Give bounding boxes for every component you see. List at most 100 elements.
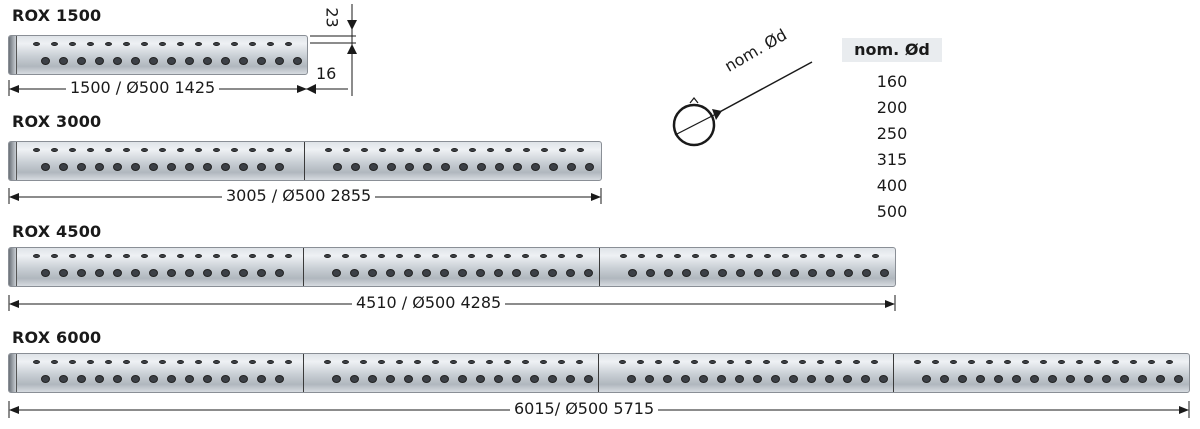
- perforation-hole: [487, 148, 494, 152]
- model-title-rox-1500: ROX 1500: [12, 6, 102, 25]
- perforation-hole: [69, 148, 76, 152]
- perforation-hole: [59, 269, 68, 277]
- perforation-hole: [459, 163, 468, 171]
- perforation-hole: [576, 254, 584, 258]
- perforation-hole: [476, 375, 485, 383]
- perforation-hole: [105, 148, 112, 152]
- perforation-hole: [440, 375, 449, 383]
- perforation-hole: [239, 375, 248, 383]
- diameter-value: 200: [876, 98, 908, 117]
- perforation-hole: [799, 254, 807, 258]
- perforation-hole: [1048, 375, 1057, 383]
- perforation-hole: [853, 254, 861, 258]
- perforation-hole: [249, 42, 256, 46]
- perforation-hole: [167, 163, 176, 171]
- perforation-hole: [131, 269, 140, 277]
- perforation-hole: [342, 254, 350, 258]
- perforation-hole: [149, 269, 158, 277]
- pipe-rox-3000: [8, 141, 602, 181]
- perforation-hole: [195, 148, 202, 152]
- perforation-hole: [123, 42, 130, 46]
- perforation-hole: [789, 375, 798, 383]
- perforation-hole: [771, 269, 781, 277]
- perforation-hole: [257, 163, 266, 171]
- perforation-hole: [249, 148, 256, 152]
- perforation-hole: [673, 254, 681, 258]
- perforation-hole: [159, 360, 166, 364]
- perforation-hole: [549, 163, 558, 171]
- perforation-hole: [51, 148, 58, 152]
- perforation-hole: [123, 148, 130, 152]
- perforation-hole: [285, 42, 292, 46]
- perforation-hole: [753, 269, 763, 277]
- perforation-hole: [540, 360, 547, 364]
- perforation-hole: [275, 163, 284, 171]
- perforation-hole: [1166, 360, 1173, 364]
- perforation-hole: [59, 375, 68, 383]
- perforation-hole: [195, 360, 202, 364]
- perforation-hole: [177, 148, 184, 152]
- perforation-hole: [324, 360, 331, 364]
- perforation-hole: [285, 360, 292, 364]
- dimension-label-rox-4500: 4510 / Ø500 4285: [352, 293, 506, 312]
- perforation-hole: [332, 375, 341, 383]
- perforation-hole: [825, 375, 834, 383]
- perforation-hole: [548, 375, 557, 383]
- perforation-hole: [113, 269, 122, 277]
- perforation-hole: [239, 57, 248, 65]
- perforation-hole: [1022, 360, 1029, 364]
- perforation-hole: [1094, 360, 1101, 364]
- perforation-hole: [627, 269, 637, 277]
- pipe-endcap: [9, 36, 17, 74]
- perforation-hole: [368, 375, 377, 383]
- perforation-hole: [221, 375, 230, 383]
- perforation-hole: [123, 360, 130, 364]
- perforation-hole: [691, 254, 699, 258]
- perforation-hole: [387, 163, 396, 171]
- perforation-hole: [213, 148, 220, 152]
- perforation-hole: [645, 269, 655, 277]
- perforation-hole: [203, 57, 212, 65]
- pipe-segment: [304, 248, 600, 286]
- pipe-endcap: [9, 248, 17, 286]
- perforation-hole: [141, 42, 148, 46]
- perforation-hole: [267, 254, 274, 258]
- perforation-hole: [789, 269, 799, 277]
- perforation-hole: [41, 375, 50, 383]
- perforation-hole: [69, 254, 76, 258]
- perforation-hole: [325, 148, 332, 152]
- perforation-hole: [141, 254, 148, 258]
- perforation-hole: [469, 148, 476, 152]
- perforation-hole: [871, 254, 879, 258]
- perforation-hole: [825, 269, 835, 277]
- perforation-hole: [637, 254, 645, 258]
- perforation-hole: [476, 269, 486, 277]
- perforation-hole: [131, 163, 140, 171]
- perforation-hole: [432, 254, 440, 258]
- perforation-hole: [185, 269, 194, 277]
- perforation-hole: [231, 148, 238, 152]
- perforation-hole: [637, 360, 644, 364]
- perforation-hole: [817, 360, 824, 364]
- dimension-label-rox-3000: 3005 / Ø500 2855: [222, 186, 376, 205]
- perforation-hole: [584, 375, 593, 383]
- perforation-hole: [558, 254, 566, 258]
- perforation-hole: [655, 254, 663, 258]
- perforation-hole: [799, 360, 806, 364]
- perforation-hole: [379, 148, 386, 152]
- perforation-hole: [267, 360, 274, 364]
- perforation-hole: [727, 254, 735, 258]
- perforation-hole: [673, 360, 680, 364]
- perforation-hole: [77, 269, 86, 277]
- perforation-hole: [451, 148, 458, 152]
- perforation-hole: [663, 375, 672, 383]
- perforation-hole: [185, 57, 194, 65]
- perforation-hole: [131, 375, 140, 383]
- perforation-hole: [717, 375, 726, 383]
- perforation-hole: [440, 269, 450, 277]
- perforation-hole: [843, 375, 852, 383]
- perforation-hole: [1076, 360, 1083, 364]
- perforation-hole: [763, 360, 770, 364]
- perforation-hole: [342, 360, 349, 364]
- perforation-hole: [113, 375, 122, 383]
